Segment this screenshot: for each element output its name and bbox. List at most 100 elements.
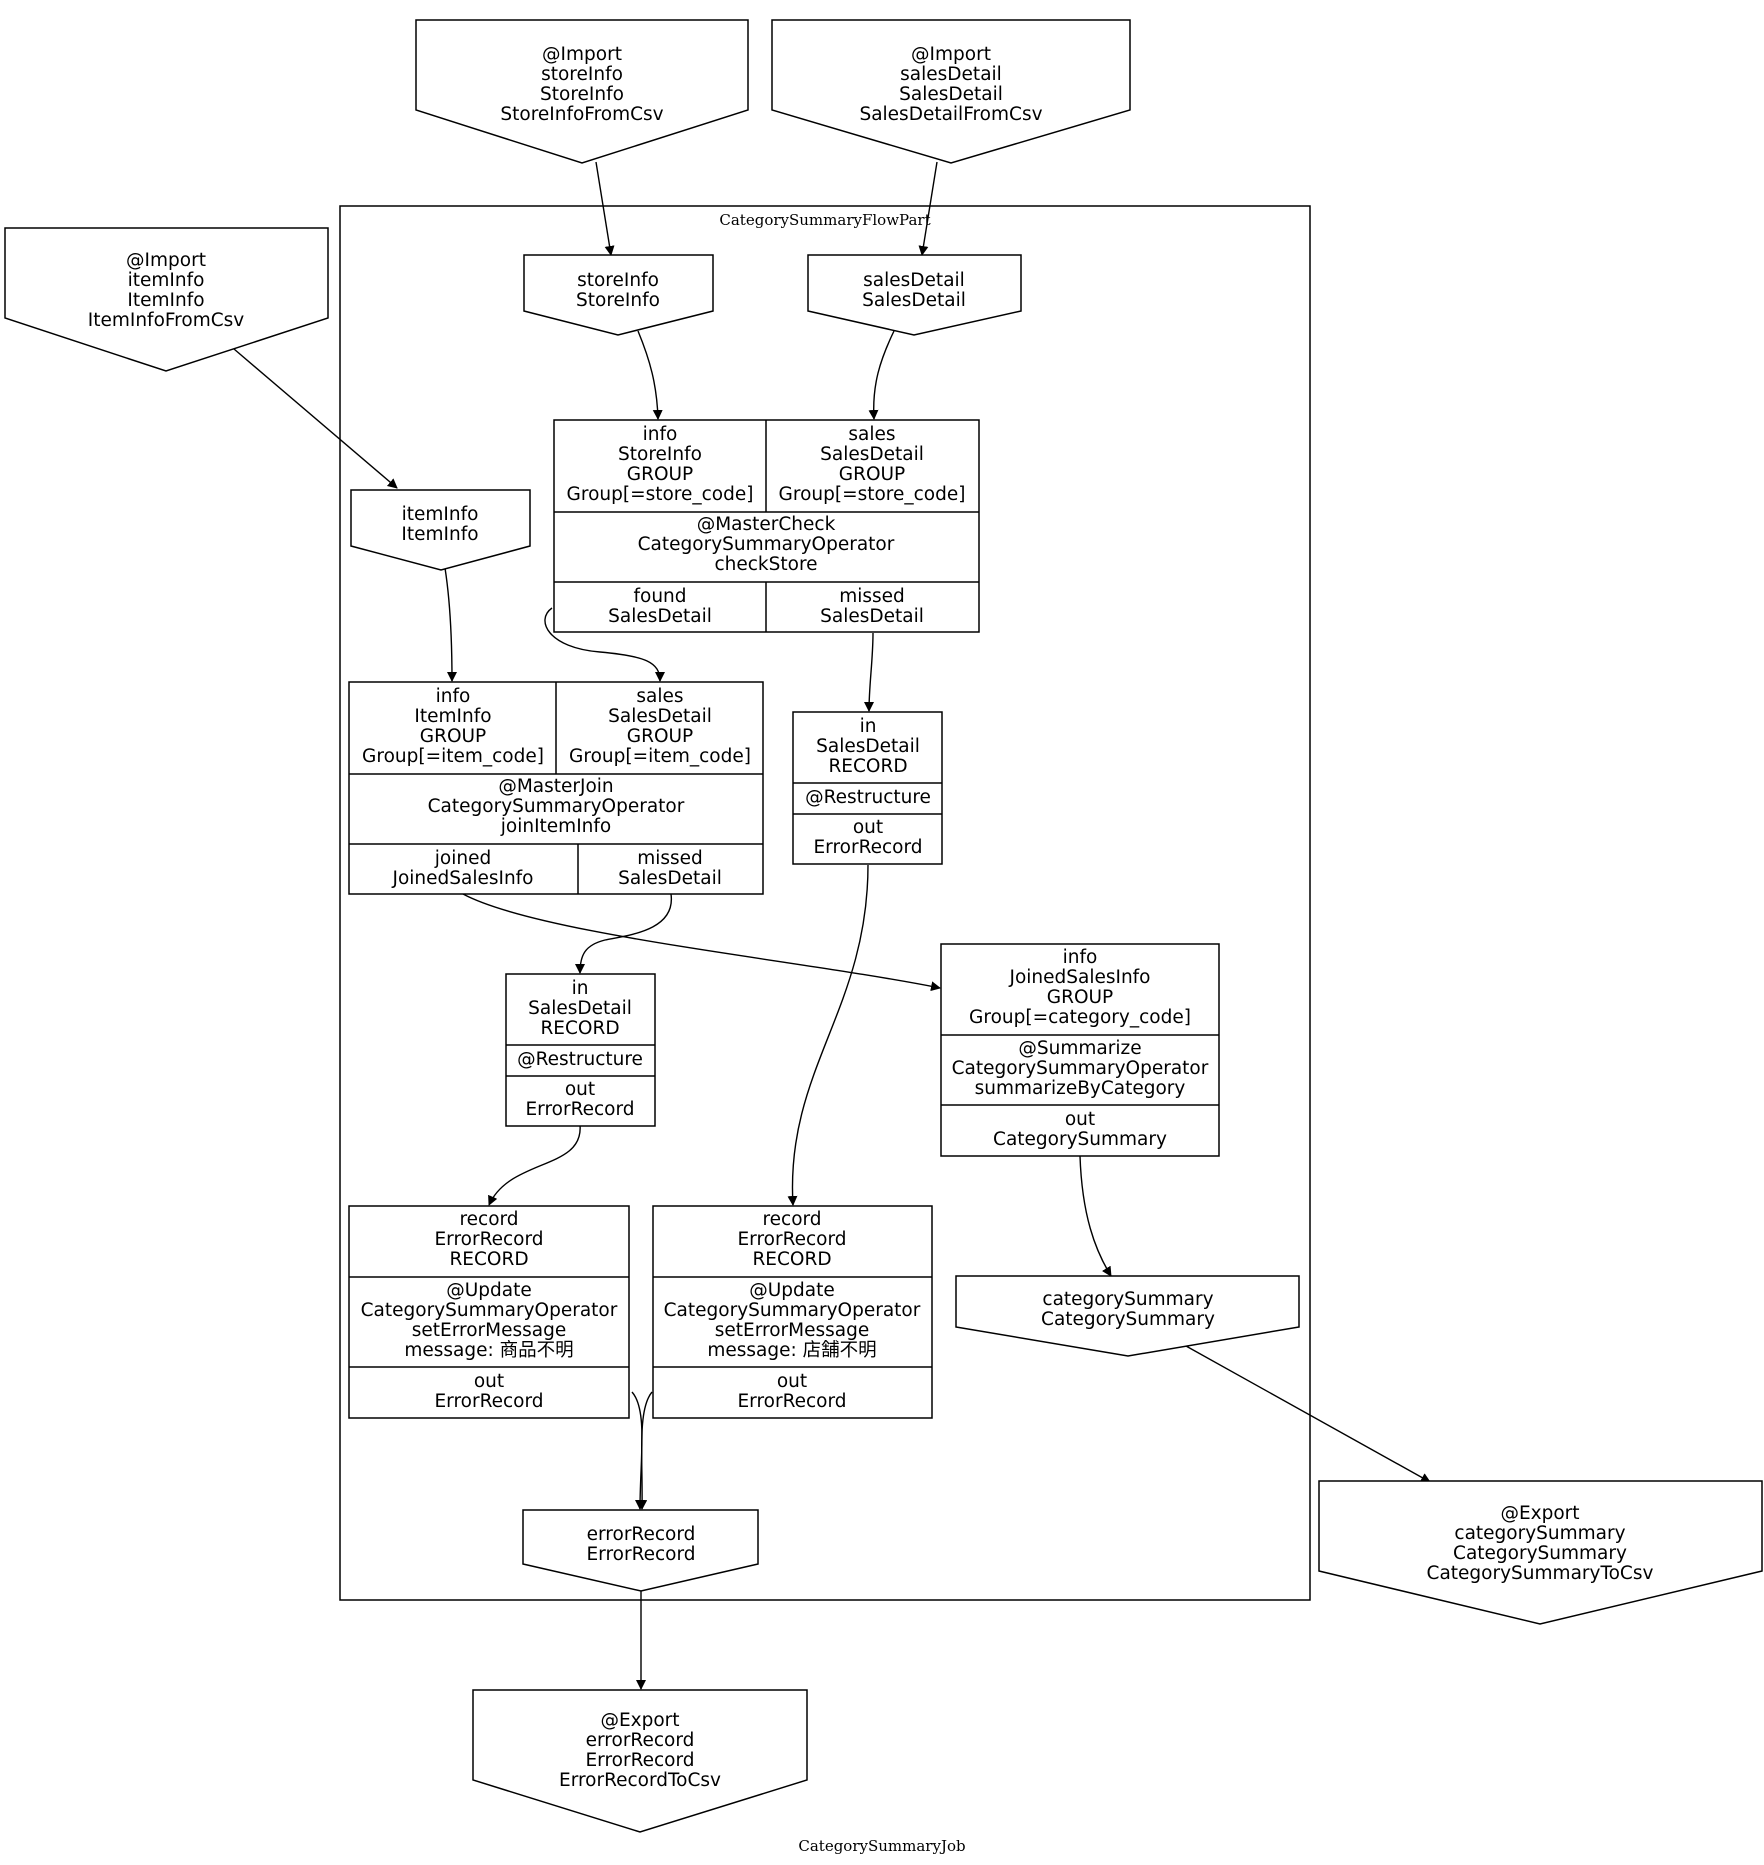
node-label-line: ErrorRecord xyxy=(585,1750,694,1771)
flowpart-cluster xyxy=(339,205,1311,1601)
node-label-line: CategorySummary xyxy=(993,1129,1167,1150)
node-label-line: StoreInfo xyxy=(618,444,702,465)
node-label-line: CategorySummaryToCsv xyxy=(1427,1563,1654,1584)
export-errorrecord-node: @Export errorRecord ErrorRecord ErrorRec… xyxy=(472,1689,808,1833)
operator-checkstore: info StoreInfo GROUP Group[=store_code] … xyxy=(553,419,980,633)
node-label-line: CategorySummaryOperator xyxy=(361,1300,618,1321)
node-label-line: @Restructure xyxy=(517,1049,643,1070)
node-label-line: Group[=store_code] xyxy=(567,484,754,505)
node-label-line: CategorySummaryOperator xyxy=(428,796,685,817)
node-label-line: message: 店舗不明 xyxy=(707,1340,876,1361)
cluster-label: CategorySummaryFlowPart xyxy=(719,211,930,229)
node-shape xyxy=(792,711,943,865)
node-label-line: joined xyxy=(434,848,491,869)
node-label-line: StoreInfoFromCsv xyxy=(500,104,663,125)
node-label-line: categorySummary xyxy=(1042,1289,1213,1310)
node-label-line: ErrorRecord xyxy=(813,837,922,858)
node-label-line: SalesDetail xyxy=(528,998,632,1019)
node-label-line: summarizeByCategory xyxy=(975,1078,1186,1099)
node-shape xyxy=(955,1275,1300,1357)
node-shape xyxy=(522,1509,759,1592)
export-categorysummary-node: @Export categorySummary CategorySummary … xyxy=(1318,1480,1763,1625)
operator-summarize: info JoinedSalesInfo GROUP Group[=catego… xyxy=(940,943,1220,1157)
node-label-line: setErrorMessage xyxy=(715,1320,869,1341)
node-label-line: GROUP xyxy=(627,464,693,485)
edge-import-sales xyxy=(918,161,938,256)
operator-restructure-item: in SalesDetail RECORD @Restructure out E… xyxy=(505,973,656,1127)
node-label-line: sales xyxy=(848,424,895,445)
node-label-line: SalesDetail xyxy=(618,868,722,889)
operator-update-store: record ErrorRecord RECORD @Update Catego… xyxy=(652,1205,933,1419)
node-label-line: ErrorRecordToCsv xyxy=(559,1770,721,1791)
node-label-line: out xyxy=(777,1371,807,1392)
edges xyxy=(233,161,1431,1690)
node-label-line: RECORD xyxy=(828,756,907,777)
node-shape xyxy=(523,254,714,336)
node-label-line: @Restructure xyxy=(805,787,931,808)
node-label-line: ErrorRecord xyxy=(525,1099,634,1120)
node-label-line: GROUP xyxy=(1047,987,1113,1008)
node-label-line: JoinedSalesInfo xyxy=(391,868,533,889)
edge-update2-to-error xyxy=(637,1391,653,1510)
node-shape xyxy=(472,1689,808,1833)
node-label-line: storeInfo xyxy=(541,64,623,85)
node-label-line: out xyxy=(565,1079,595,1100)
node-label-line: CategorySummary xyxy=(1041,1309,1215,1330)
node-label-line: @Import xyxy=(126,250,206,271)
node-label-line: ItemInfo xyxy=(401,524,478,545)
node-label-line: out xyxy=(1065,1109,1095,1130)
node-label-line: checkStore xyxy=(714,554,817,575)
input-storeinfo-node: storeInfo StoreInfo xyxy=(523,254,714,336)
node-shape xyxy=(4,227,329,372)
node-label-line: SalesDetail xyxy=(608,706,712,727)
node-label-line: in xyxy=(572,978,589,999)
node-label-line: @Update xyxy=(749,1280,835,1301)
node-label-line: missed xyxy=(637,848,703,869)
node-shape xyxy=(940,943,1220,1157)
operator-joiniteminfo: info ItemInfo GROUP Group[=item_code] sa… xyxy=(348,681,764,895)
edge-summarize-to-out xyxy=(1079,1155,1112,1277)
node-label-line: ErrorRecord xyxy=(737,1229,846,1250)
node-label-line: @MasterCheck xyxy=(697,514,836,535)
edge-found-to-join xyxy=(544,607,665,682)
node-label-line: ErrorRecord xyxy=(434,1229,543,1250)
edge-missed2-to-restructure xyxy=(575,893,672,974)
import-salesdetail-node: @Import salesDetail SalesDetail SalesDet… xyxy=(771,19,1131,164)
node-label-line: SalesDetail xyxy=(899,84,1003,105)
edge-missed-to-restructure xyxy=(864,632,875,712)
node-shape xyxy=(807,254,1022,336)
node-shape xyxy=(771,19,1131,164)
node-label-line: @Import xyxy=(911,44,991,65)
node-label-line: SalesDetail xyxy=(816,736,920,757)
node-label-line: ErrorRecord xyxy=(737,1391,846,1412)
node-label-line: GROUP xyxy=(627,726,693,747)
node-label-line: found xyxy=(633,586,686,607)
edge-joined-to-summarize xyxy=(462,893,941,992)
node-label-line: @Export xyxy=(1500,1503,1579,1524)
node-shape xyxy=(415,19,749,164)
input-iteminfo-node: itemInfo ItemInfo xyxy=(350,489,531,571)
node-label-line: info xyxy=(436,686,471,707)
output-errorrecord-node: errorRecord ErrorRecord xyxy=(522,1509,759,1592)
node-label-line: errorRecord xyxy=(587,1524,696,1545)
node-label-line: @Import xyxy=(542,44,622,65)
node-label-line: @Summarize xyxy=(1018,1038,1141,1059)
node-shape xyxy=(348,1205,630,1419)
node-label-line: GROUP xyxy=(839,464,905,485)
node-shape xyxy=(505,973,656,1127)
edge-import-store xyxy=(595,161,615,256)
node-label-line: joinItemInfo xyxy=(500,816,611,837)
output-categorysummary-node: categorySummary CategorySummary xyxy=(955,1275,1300,1357)
node-label-line: SalesDetail xyxy=(820,606,924,627)
node-label-line: ItemInfo xyxy=(414,706,491,727)
node-label-line: message: 商品不明 xyxy=(404,1340,573,1361)
node-label-line: ErrorRecord xyxy=(586,1544,695,1565)
node-shape xyxy=(350,489,531,571)
node-label-line: Group[=category_code] xyxy=(969,1007,1191,1028)
import-storeinfo-node: @Import storeInfo StoreInfo StoreInfoFro… xyxy=(415,19,749,164)
node-label-line: sales xyxy=(636,686,683,707)
node-label-line: salesDetail xyxy=(863,270,965,291)
node-label-line: @Export xyxy=(600,1710,679,1731)
edge-restructure1-to-update xyxy=(488,1124,581,1206)
